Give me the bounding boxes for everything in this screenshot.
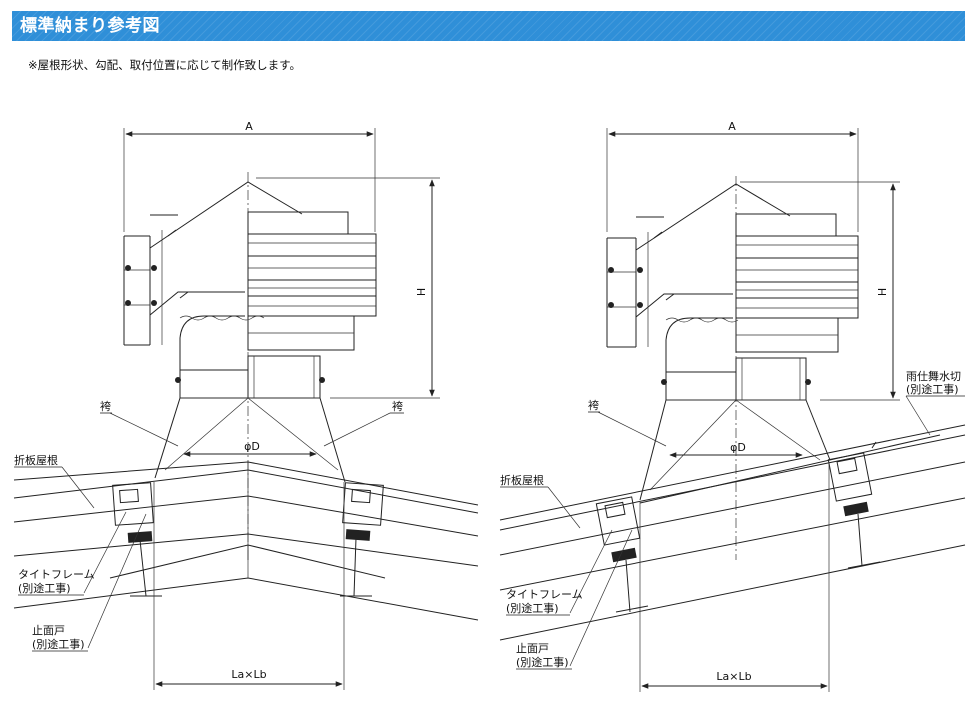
right-label-frame-1: タイトフレーム xyxy=(506,588,583,601)
left-label-frame-1: タイトフレーム xyxy=(18,568,95,581)
right-dim-a: A xyxy=(606,120,859,232)
header-band xyxy=(12,11,965,41)
page-note: ※屋根形状、勾配、取付位置に応じて制作致します。 xyxy=(28,58,301,72)
left-dim-bottom-label: La×Lb xyxy=(231,668,266,681)
right-ventilator-neck xyxy=(608,231,811,401)
right-frame-left xyxy=(595,496,649,613)
left-label-stop-1: 止面戸 xyxy=(32,624,65,637)
left-ventilator-neck xyxy=(125,229,325,399)
left-label-roof: 折板屋根 xyxy=(14,453,58,467)
right-dim-a-label: A xyxy=(728,120,736,133)
left-roof xyxy=(13,461,479,621)
left-dim-h-label: H xyxy=(415,288,428,296)
right-frame-right xyxy=(827,452,881,569)
left-label-frame-2: (別途工事) xyxy=(18,581,71,595)
right-dim-d-label: φD xyxy=(730,441,746,454)
left-frame-right xyxy=(340,482,384,597)
left-dim-a: A xyxy=(123,120,376,232)
left-ventilator-cap xyxy=(149,181,303,345)
right-drawing: A H xyxy=(499,120,966,692)
left-dim-a-label: A xyxy=(245,120,253,133)
right-ventilator-cap xyxy=(635,183,791,347)
right-label-stop-1: 止面戸 xyxy=(516,642,549,655)
left-dim-h: H xyxy=(256,177,440,399)
left-label-stop-2: (別途工事) xyxy=(32,637,85,651)
right-label-skirt: 袴 xyxy=(588,398,599,412)
left-frame-left xyxy=(112,482,162,597)
left-label-skirt-right: 袴 xyxy=(392,399,403,413)
left-ventilator-drum xyxy=(123,211,377,351)
right-dim-h: H xyxy=(740,181,900,401)
right-label-frame-2: (別途工事) xyxy=(506,601,559,615)
page-title: 標準納まり参考図 xyxy=(20,16,160,36)
right-dim-bottom-label: La×Lb xyxy=(716,670,751,683)
left-label-skirt-left: 袴 xyxy=(100,399,111,413)
right-dim-h-label: H xyxy=(876,288,889,296)
left-drawing: A H xyxy=(13,120,479,690)
right-label-flashing-2: (別途工事) xyxy=(906,382,959,396)
right-label-flashing-1: 雨仕舞水切 xyxy=(906,370,961,383)
right-label-stop-2: (別途工事) xyxy=(516,655,569,669)
right-skirt xyxy=(639,399,831,501)
right-ventilator-drum xyxy=(606,213,859,353)
left-skirt xyxy=(154,397,346,483)
right-label-roof: 折板屋根 xyxy=(500,473,544,487)
left-dim-d-label: φD xyxy=(244,440,260,453)
right-roof xyxy=(499,424,966,641)
